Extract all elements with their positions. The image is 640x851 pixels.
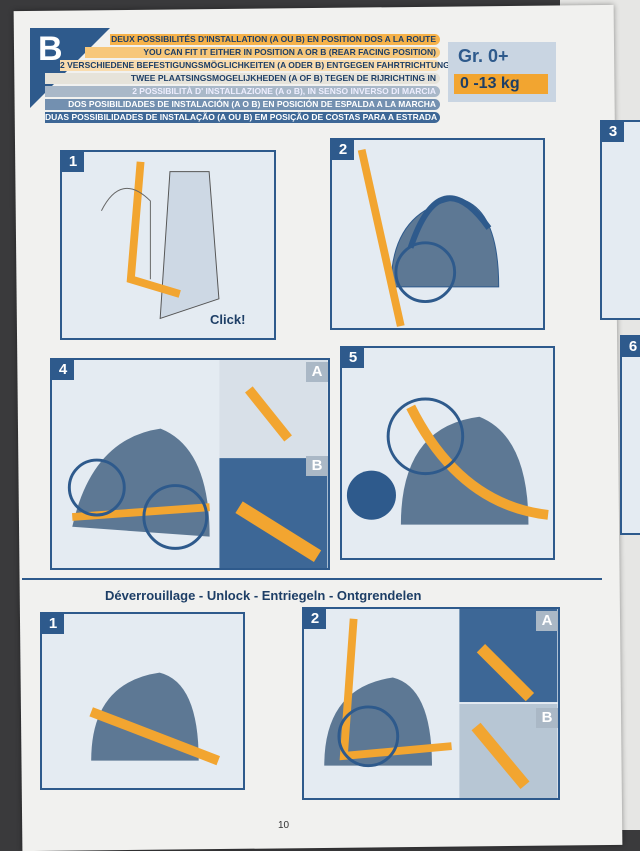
group-label: Gr. 0+ (458, 46, 509, 66)
sub-label-b: B (536, 708, 558, 728)
unlock-illustration (324, 609, 558, 798)
sub-label-a: A (306, 362, 328, 382)
step-5-panel: 5 (340, 346, 555, 560)
header-line-fr: DEUX POSSIBILITÉS D'INSTALLATION (A OU B… (110, 34, 440, 45)
step-4-panel: 4 A B (50, 358, 330, 570)
header-line-nl: TWEE PLAATSINGSMOGELIJKHEDEN (A OF B) TE… (45, 73, 440, 84)
step-number: 4 (52, 360, 74, 380)
header-line-pt: DUAS POSSIBILIDADES DE INSTALAÇÃO (A OU … (45, 112, 440, 123)
unlock-step-1-panel: 1 (40, 612, 245, 790)
unlock-title: Déverrouillage - Unlock - Entriegeln - O… (105, 588, 422, 603)
click-caption: Click! (210, 312, 246, 327)
step-3-panel: 3 (600, 120, 640, 320)
seat-belt-illustration (100, 161, 220, 320)
section-divider (22, 578, 602, 580)
header-line-it: 2 POSSIBILITÀ D' INSTALLAZIONE (A o B), … (45, 86, 440, 97)
sub-label-a: A (536, 611, 558, 631)
car-seat-belt-illustration (346, 397, 549, 525)
section-letter: B (38, 30, 63, 68)
step-number: 2 (332, 140, 354, 160)
step-number: 3 (602, 122, 624, 142)
car-seat-illustration (357, 148, 500, 327)
weight-label: 0 -13 kg (454, 74, 548, 94)
step-2-panel: 2 (330, 138, 545, 330)
header-line-de: 2 VERSCHIEDENE BEFESTIGUNGSMÖGLICHKEITEN… (60, 60, 450, 71)
step-number: 2 (304, 609, 326, 629)
step-6-panel: 6 (620, 335, 640, 535)
header-line-es: DOS POSIBILIDADES DE INSTALACIÓN (A O B)… (45, 99, 440, 110)
unlock-step-2-panel: 2 A B (302, 607, 560, 800)
car-seat-belt-routing-illustration (67, 360, 328, 568)
step-number: 6 (622, 337, 640, 357)
step-number: 1 (62, 152, 84, 172)
step-1-panel: 1 Click! (60, 150, 276, 340)
step-number: 1 (42, 614, 64, 634)
unlock-illustration (89, 672, 221, 766)
page-number: 10 (278, 820, 290, 831)
group-badge: Gr. 0+ 0 -13 kg (448, 42, 556, 102)
header-line-en: YOU CAN FIT IT EITHER IN POSITION A OR B… (85, 47, 440, 58)
step-number: 5 (342, 348, 364, 368)
sub-label-b: B (306, 456, 328, 476)
